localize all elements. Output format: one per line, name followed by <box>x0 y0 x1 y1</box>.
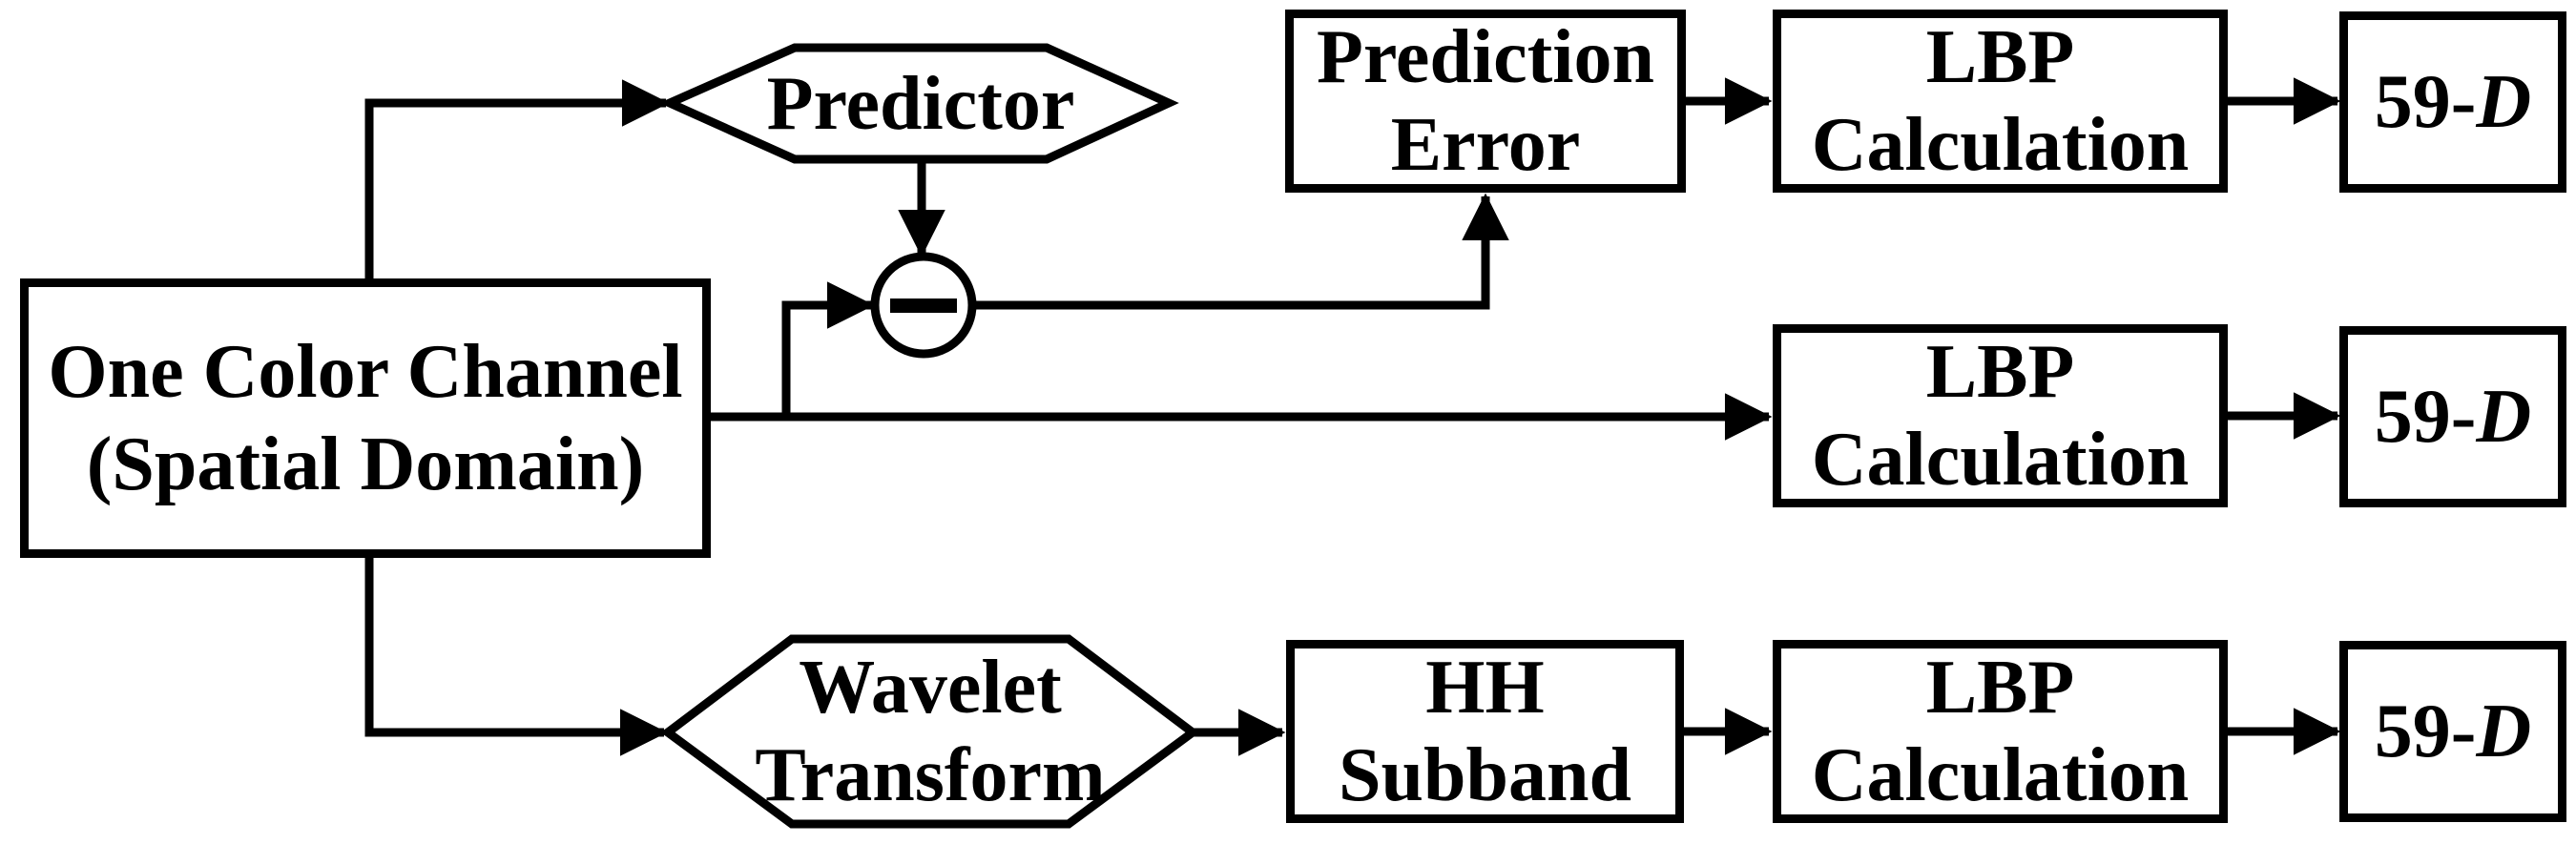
lbp-label-line2: Calculation <box>1811 103 2190 187</box>
feature-vector-dimension: D <box>2476 690 2532 773</box>
node-lbp-calculation-top: LBP Calculation <box>1773 10 2228 193</box>
lbp-label-line1: LBP <box>1925 15 2075 99</box>
lbp-label-line2: Calculation <box>1811 418 2190 502</box>
node-predictor-hexagon <box>658 43 1179 164</box>
wavelet-label-line1: Wavelet <box>799 646 1062 730</box>
predictor-label: Predictor <box>725 48 1116 159</box>
node-59d-top: 59-D <box>2339 11 2566 193</box>
feature-vector-dimension: D <box>2476 375 2532 459</box>
lbp-label-line1: LBP <box>1925 646 2075 730</box>
node-lbp-calculation-bottom: LBP Calculation <box>1773 640 2228 823</box>
feature-vector-label: 59-D <box>2375 58 2531 146</box>
node-59d-middle: 59-D <box>2339 326 2566 507</box>
node-prediction-error: Prediction Error <box>1285 10 1686 193</box>
node-wavelet-transform-hexagon <box>660 634 1200 829</box>
node-hh-subband: HH Subband <box>1286 640 1684 823</box>
wavelet-transform-label: Wavelet Transform <box>711 639 1150 824</box>
lbp-label-line2: Calculation <box>1811 733 2190 817</box>
node-lbp-calculation-middle: LBP Calculation <box>1773 324 2228 507</box>
feature-vector-dimension: D <box>2476 60 2532 144</box>
hh-subband-label-line2: Subband <box>1339 733 1631 817</box>
prediction-error-label-line2: Error <box>1390 103 1581 187</box>
arrow-source-branch-to-minus <box>781 281 875 417</box>
predictor-label-text: Predictor <box>766 61 1075 146</box>
node-one-color-channel: One Color Channel (Spatial Domain) <box>20 278 711 558</box>
prediction-error-label-line1: Prediction <box>1316 15 1655 99</box>
arrow-source-to-wavelet <box>364 558 668 756</box>
source-label-line2: (Spatial Domain) <box>86 422 645 506</box>
minus-icon <box>890 298 957 313</box>
feature-vector-label: 59-D <box>2375 688 2531 775</box>
hh-subband-label-line1: HH <box>1425 646 1545 730</box>
node-59d-bottom: 59-D <box>2339 641 2566 822</box>
node-minus-junction <box>870 252 977 359</box>
lbp-label-line1: LBP <box>1925 330 2075 414</box>
feature-vector-prefix: 59- <box>2374 690 2477 773</box>
source-label-line1: One Color Channel <box>48 329 683 414</box>
arrow-source-to-predictor <box>364 79 670 278</box>
feature-vector-prefix: 59- <box>2374 375 2477 459</box>
feature-vector-label: 59-D <box>2375 373 2531 461</box>
wavelet-label-line2: Transform <box>755 733 1106 817</box>
arrow-minus-to-prediction-error <box>972 193 1509 310</box>
feature-vector-prefix: 59- <box>2374 60 2477 144</box>
